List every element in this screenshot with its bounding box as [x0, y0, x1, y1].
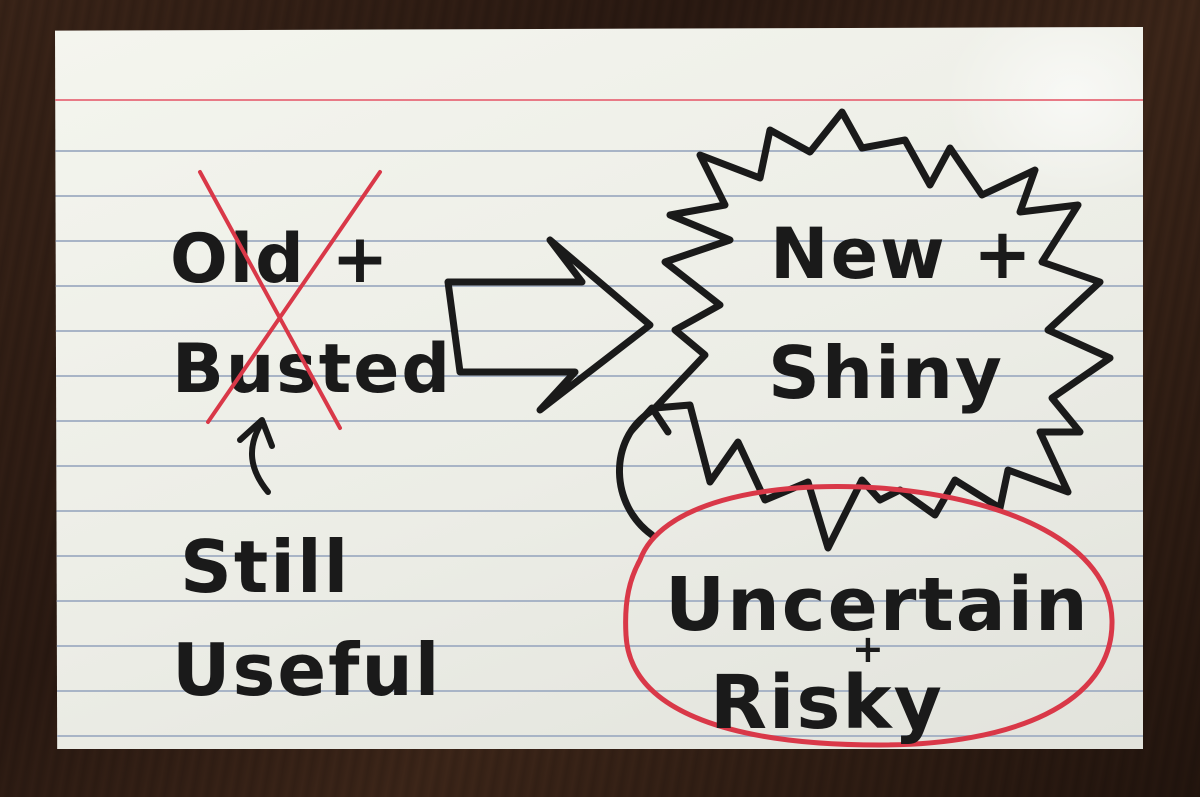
still-useful-line2: Useful	[172, 628, 441, 712]
ruled-line	[55, 195, 1143, 197]
plus-sign: +	[852, 627, 886, 671]
light-glare	[943, 27, 1143, 207]
ruled-line	[55, 690, 1143, 692]
index-card	[55, 27, 1143, 749]
ruled-line	[55, 735, 1143, 737]
new-shiny-line2: Shiny	[768, 331, 1004, 415]
starburst-shape	[651, 108, 1114, 552]
red-cross-stroke	[206, 170, 382, 424]
ruled-line	[55, 600, 1143, 602]
ruled-line	[55, 330, 1143, 332]
old-busted-line1: Old +	[170, 220, 390, 299]
ruled-line	[55, 465, 1143, 467]
small-arrow-icon	[249, 419, 271, 495]
red-circle-shape	[623, 484, 1115, 748]
new-shiny-line1: New +	[770, 213, 1034, 295]
old-busted-line2: Busted	[172, 330, 452, 409]
red-cross-stroke	[198, 170, 342, 430]
small-arrowhead-icon	[237, 417, 275, 449]
ruled-line	[55, 375, 1143, 377]
ruled-line	[55, 510, 1143, 512]
header-red-rule	[55, 99, 1143, 101]
ruled-line	[55, 240, 1143, 242]
ruled-line	[55, 150, 1143, 152]
ruled-line	[55, 555, 1143, 557]
return-arrowhead-icon	[628, 404, 672, 436]
ruled-line	[55, 645, 1143, 647]
big-arrow-icon	[444, 236, 654, 414]
risky-text: Risky	[710, 660, 944, 746]
still-useful-line1: Still	[180, 525, 350, 609]
ruled-line	[55, 420, 1143, 422]
uncertain-text: Uncertain	[665, 562, 1090, 648]
